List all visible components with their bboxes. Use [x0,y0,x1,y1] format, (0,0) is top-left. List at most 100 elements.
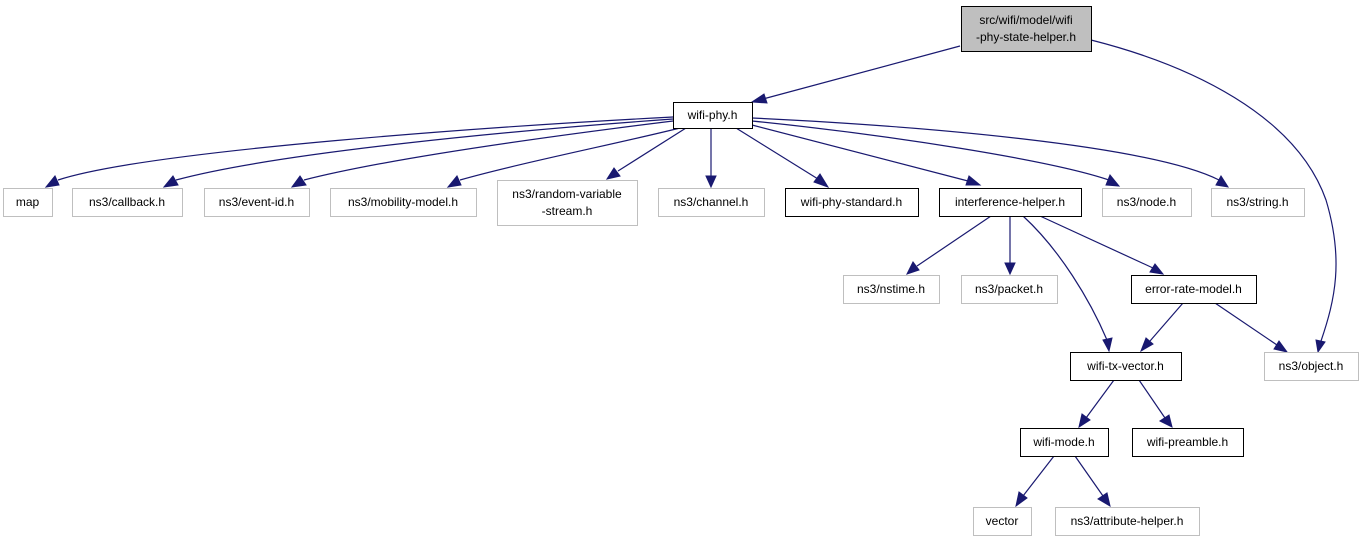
node-object: ns3/object.h [1264,352,1359,381]
node-attribute-helper: ns3/attribute-helper.h [1055,507,1200,536]
arrowhead [750,93,768,104]
arrowhead [1149,263,1165,275]
node-callback: ns3/callback.h [72,188,183,217]
edges-layer [44,39,1337,508]
edge-line [1039,215,1154,269]
node-box [939,188,1082,217]
node-label: wifi-mode.h [1032,435,1094,449]
arrowhead [44,175,60,188]
node-box [1102,188,1192,217]
node-label: interference-helper.h [955,195,1065,209]
node-box [1070,352,1182,381]
arrowhead [813,173,830,188]
node-label: ns3/event-id.h [219,195,294,209]
node-label: wifi-tx-vector.h [1086,359,1164,373]
edge-line [1022,455,1055,497]
edge-wifi-mode-to-attribute-helper [1074,455,1111,508]
edge-wifi-phy-to-channel [705,128,717,189]
node-label: ns3/random-variable [512,187,622,201]
edge-line [1074,455,1104,497]
edge-line [751,124,969,182]
edge-wifi-phy-to-node [751,120,1121,187]
edge-interference-helper-to-wifi-tx-vector [1022,215,1113,353]
edge-wifi-phy-to-callback [162,118,674,188]
arrowhead [1105,174,1121,187]
node-label: ns3/string.h [1226,195,1288,209]
node-label: ns3/packet.h [975,282,1043,296]
node-box [1211,188,1305,217]
edge-wifi-tx-vector-to-wifi-mode [1078,379,1115,429]
arrowhead [1159,414,1173,428]
node-random-variable: ns3/random-variable -stream.h [497,180,638,226]
node-box [1264,352,1359,381]
node-label: ns3/mobility-model.h [348,195,458,209]
node-wifi-mode[interactable]: wifi-mode.h [1020,428,1109,457]
edge-wifi-phy-to-wifi-phy-standard [735,127,830,188]
edge-wifi-phy-to-map [44,116,674,188]
node-root[interactable]: src/wifi/model/wifi-phy-state-helper.h [961,6,1092,52]
edge-line [617,127,687,172]
edge-wifi-phy-to-event-id [290,120,674,188]
edge-line [1149,302,1184,342]
node-node: ns3/node.h [1102,188,1192,217]
edge-line [751,120,1110,181]
arrowhead [446,175,462,188]
node-box [673,102,753,129]
edge-wifi-tx-vector-to-wifi-preamble [1138,379,1173,428]
arrowhead [1215,175,1230,188]
node-box [3,188,53,217]
node-label: -phy-state-helper.h [976,30,1076,44]
node-box [658,188,765,217]
node-label: wifi-preamble.h [1146,435,1228,449]
node-channel: ns3/channel.h [658,188,765,217]
edge-line [1022,215,1108,341]
node-box [1020,428,1109,457]
node-label: vector [986,514,1019,528]
node-label: ns3/object.h [1279,359,1344,373]
node-mobility-model: ns3/mobility-model.h [330,188,477,217]
node-label: -stream.h [542,204,593,218]
arrowhead [705,175,717,189]
node-interference-helper[interactable]: interference-helper.h [939,188,1082,217]
arrowhead [290,175,307,188]
edge-interference-helper-to-error-rate-model [1039,215,1165,275]
edge-root-to-wifi-phy [750,45,961,104]
edge-root-to-object [1090,39,1337,354]
edge-line [1085,379,1115,419]
node-label: error-rate-model.h [1145,282,1242,296]
edge-error-rate-model-to-object [1214,302,1289,353]
node-box [330,188,477,217]
arrowhead [1273,340,1289,353]
edge-line [57,116,674,181]
node-label: wifi-phy.h [687,108,738,122]
edge-line [1138,379,1166,419]
arrowhead [1102,337,1113,353]
edge-line [303,120,674,181]
edge-line [735,127,819,180]
node-error-rate-model[interactable]: error-rate-model.h [1131,275,1257,304]
node-packet: ns3/packet.h [961,275,1058,304]
node-label: wifi-phy-standard.h [800,195,902,209]
node-box [204,188,310,217]
node-wifi-phy[interactable]: wifi-phy.h [673,102,753,129]
node-wifi-phy-standard[interactable]: wifi-phy-standard.h [785,188,919,217]
arrowhead [965,175,982,186]
edge-line [1214,302,1278,346]
edge-line [1090,39,1337,342]
node-wifi-tx-vector[interactable]: wifi-tx-vector.h [1070,352,1182,381]
edge-line [175,118,674,181]
arrowhead [162,175,179,188]
arrowhead [906,261,920,275]
node-vector: vector [973,507,1032,536]
nodes-layer: src/wifi/model/wifi-phy-state-helper.h wi… [3,6,1359,536]
node-box [1132,428,1244,457]
edge-wifi-phy-to-mobility-model [446,127,681,188]
edge-wifi-phy-to-string [751,117,1230,188]
node-label: ns3/attribute-helper.h [1071,514,1184,528]
node-label: ns3/callback.h [89,195,165,209]
edge-interference-helper-to-packet [1004,216,1016,276]
arrowhead [1015,491,1028,508]
node-wifi-preamble[interactable]: wifi-preamble.h [1132,428,1244,457]
edge-wifi-phy-to-interference-helper [751,124,982,186]
